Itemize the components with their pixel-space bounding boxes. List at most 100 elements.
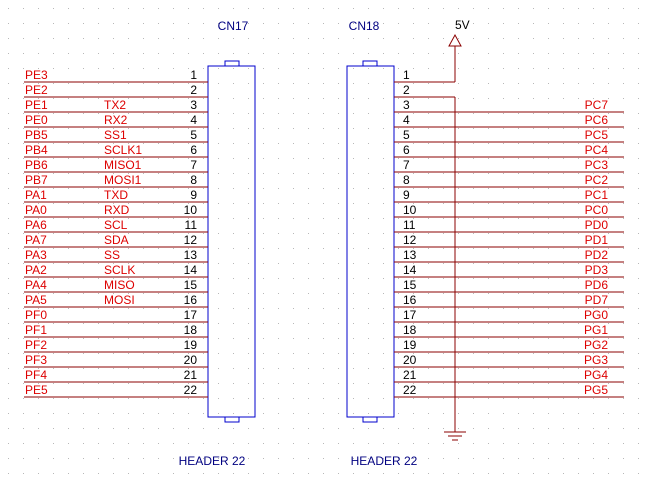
grid-dot xyxy=(608,353,609,354)
grid-dot xyxy=(623,233,624,234)
grid-dot xyxy=(68,38,69,39)
grid-dot xyxy=(248,338,249,339)
grid-dot xyxy=(443,218,444,219)
grid-dot xyxy=(98,383,99,384)
grid-dot xyxy=(173,428,174,429)
grid-dot xyxy=(503,38,504,39)
grid-dot xyxy=(548,38,549,39)
grid-dot xyxy=(113,443,114,444)
grid-dot xyxy=(143,113,144,114)
grid-dot xyxy=(248,293,249,294)
grid-dot xyxy=(638,143,639,144)
grid-dot xyxy=(293,113,294,114)
grid-dot xyxy=(503,188,504,189)
grid-dot xyxy=(98,188,99,189)
grid-dot xyxy=(398,38,399,39)
grid-dot xyxy=(623,308,624,309)
grid-dot xyxy=(113,23,114,24)
grid-dot xyxy=(278,263,279,264)
grid-dot xyxy=(218,233,219,234)
grid-dot xyxy=(263,398,264,399)
grid-dot xyxy=(578,368,579,369)
grid-dot xyxy=(518,203,519,204)
cn18-footer-label: HEADER 22 xyxy=(351,454,418,468)
grid-dot xyxy=(623,158,624,159)
grid-dot xyxy=(38,203,39,204)
grid-dot xyxy=(158,263,159,264)
grid-dot xyxy=(308,323,309,324)
grid-dot xyxy=(563,383,564,384)
grid-dot xyxy=(488,383,489,384)
grid-dot xyxy=(473,53,474,54)
grid-dot xyxy=(38,143,39,144)
grid-dot xyxy=(203,218,204,219)
grid-dot xyxy=(368,143,369,144)
grid-dot xyxy=(128,158,129,159)
grid-dot xyxy=(278,323,279,324)
cn17-net-label: PE1 xyxy=(25,98,48,112)
grid-dot xyxy=(428,338,429,339)
grid-dot xyxy=(488,293,489,294)
grid-dot xyxy=(68,323,69,324)
grid-dot xyxy=(8,203,9,204)
grid-dot xyxy=(53,338,54,339)
grid-dot xyxy=(338,53,339,54)
grid-dot xyxy=(308,218,309,219)
grid-dot xyxy=(68,353,69,354)
grid-dot xyxy=(428,38,429,39)
grid-dot xyxy=(8,23,9,24)
grid-dot xyxy=(338,23,339,24)
grid-dot xyxy=(128,473,129,474)
grid-dot xyxy=(578,353,579,354)
grid-dot xyxy=(638,293,639,294)
grid-dot xyxy=(338,278,339,279)
grid-dot xyxy=(53,188,54,189)
grid-dot xyxy=(113,8,114,9)
grid-dot xyxy=(383,38,384,39)
grid-dot xyxy=(398,308,399,309)
grid-dot xyxy=(383,398,384,399)
grid-dot xyxy=(173,248,174,249)
grid-dot xyxy=(503,203,504,204)
cn17-net-label: PB6 xyxy=(25,158,48,172)
grid-dot xyxy=(458,173,459,174)
grid-dot xyxy=(413,128,414,129)
cn17-func-label: SS1 xyxy=(104,128,127,142)
cn17-func-label: TX2 xyxy=(104,98,126,112)
grid-dot xyxy=(323,473,324,474)
grid-dot xyxy=(458,128,459,129)
grid-dot xyxy=(533,263,534,264)
grid-dot xyxy=(218,173,219,174)
grid-dot xyxy=(8,278,9,279)
grid-dot xyxy=(518,458,519,459)
grid-dot xyxy=(518,188,519,189)
grid-dot xyxy=(368,8,369,9)
grid-dot xyxy=(248,368,249,369)
grid-dot xyxy=(248,233,249,234)
grid-dot xyxy=(308,173,309,174)
grid-dot xyxy=(188,128,189,129)
grid-dot xyxy=(458,113,459,114)
grid-dot xyxy=(23,383,24,384)
grid-dot xyxy=(158,428,159,429)
grid-dot xyxy=(368,263,369,264)
grid-dot xyxy=(503,143,504,144)
grid-dot xyxy=(338,398,339,399)
grid-dot xyxy=(158,143,159,144)
grid-dot xyxy=(323,428,324,429)
grid-dot xyxy=(278,218,279,219)
grid-dot xyxy=(563,158,564,159)
grid-dot xyxy=(413,233,414,234)
grid-dot xyxy=(278,38,279,39)
grid-dot xyxy=(548,413,549,414)
grid-dot xyxy=(353,263,354,264)
grid-dot xyxy=(278,128,279,129)
grid-dot xyxy=(473,8,474,9)
grid-dot xyxy=(473,248,474,249)
grid-dot xyxy=(338,218,339,219)
grid-dot xyxy=(233,188,234,189)
grid-dot xyxy=(638,188,639,189)
grid-dot xyxy=(203,83,204,84)
grid-dot xyxy=(458,383,459,384)
cn17-pin-number: 11 xyxy=(185,218,198,232)
